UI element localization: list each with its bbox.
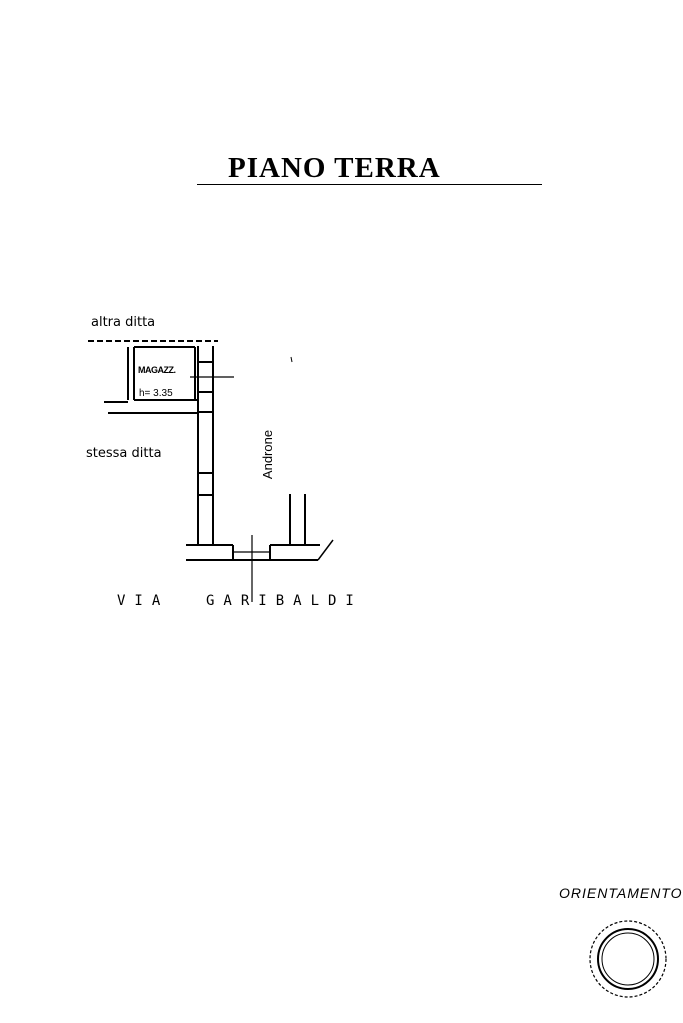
plan-mark	[290, 356, 293, 363]
page-title: PIANO TERRA	[228, 152, 441, 184]
corridor-label: Androne	[260, 429, 276, 480]
compass-label: ORIENTAMENTO	[559, 885, 683, 901]
room-height-label: h= 3.35	[139, 388, 173, 399]
neighbor-label-top: altra ditta	[91, 315, 156, 330]
neighbor-label-side: stessa ditta	[86, 446, 162, 461]
corner-diagonal	[317, 539, 334, 561]
street-name: GARIBALDI	[206, 593, 363, 609]
title-underline	[197, 184, 542, 185]
street-prefix: VIA	[117, 593, 170, 609]
compass-icon	[589, 920, 667, 998]
room-label: MAGAZZ.	[138, 365, 176, 375]
